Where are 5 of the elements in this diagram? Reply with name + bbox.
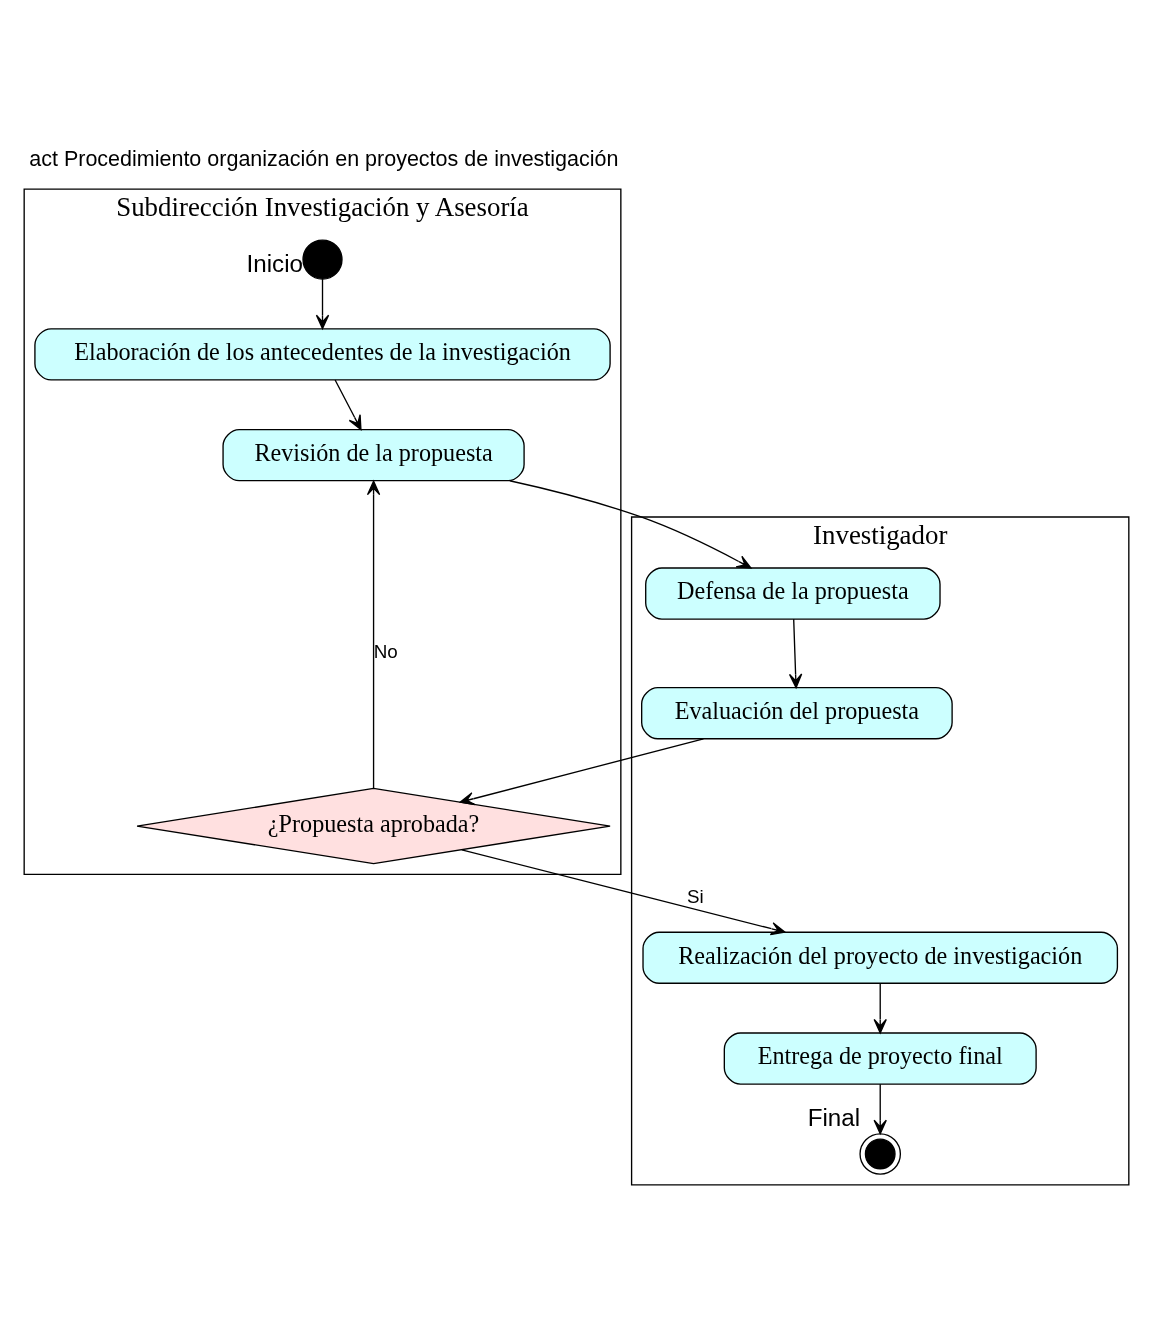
edge-label: No bbox=[373, 641, 398, 663]
node-label: Final bbox=[807, 1104, 861, 1132]
node-label: Inicio bbox=[246, 249, 304, 277]
edge-label: Si bbox=[687, 885, 704, 907]
diagram-title: act Procedimiento organización en proyectos de investigación bbox=[29, 146, 619, 171]
